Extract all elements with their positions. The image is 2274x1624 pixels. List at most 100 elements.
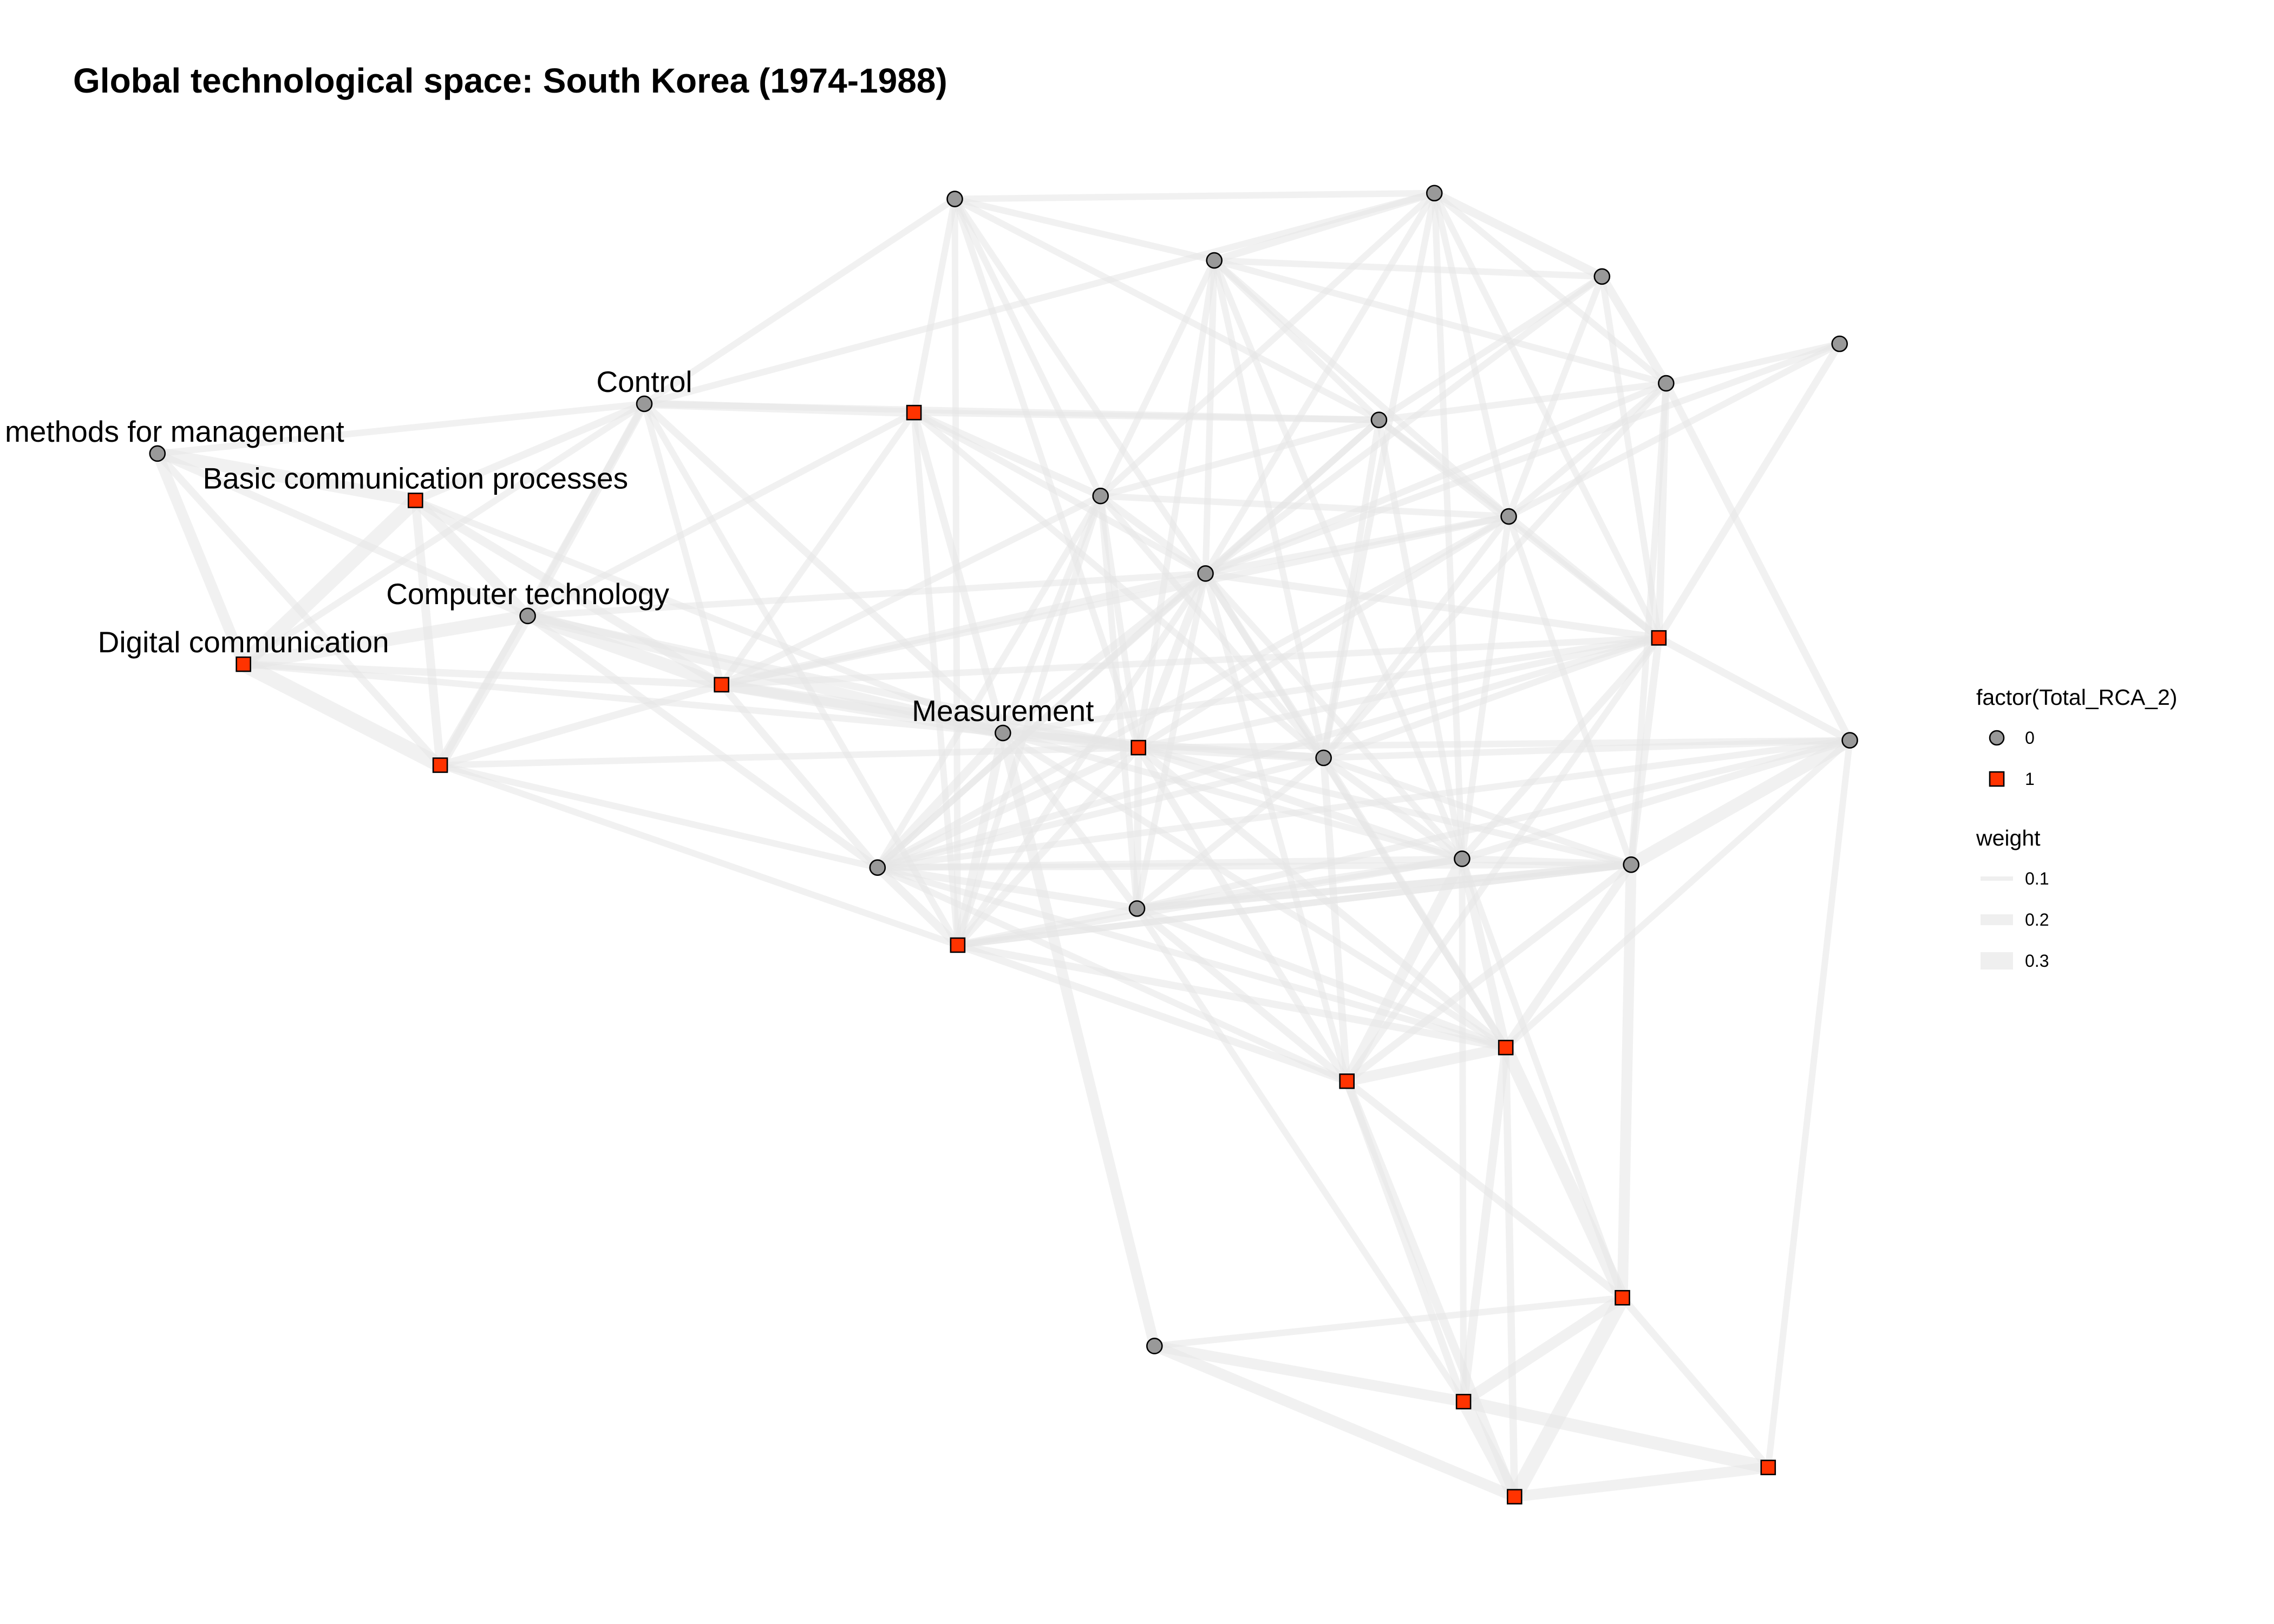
node-legend-label: 1: [2025, 769, 2035, 789]
network-edge: [1211, 257, 1327, 761]
node-rca-0: [1658, 375, 1675, 392]
node-legend-title: factor(Total_RCA_2): [1976, 685, 2178, 710]
circle-marker-icon: [1976, 717, 2017, 758]
network-edge: [1202, 257, 1218, 577]
node-rca-0: [869, 859, 886, 876]
edge-layer: [151, 188, 1857, 1504]
node-legend-entry: 0: [1976, 717, 2177, 758]
network-edge: [1149, 1340, 1520, 1502]
node-rca-0: [1623, 856, 1639, 873]
network-edge: [1319, 754, 1466, 863]
network-edge: [1210, 189, 1439, 264]
node-legend: factor(Total_RCA_2) 0 1: [1976, 685, 2177, 800]
node-rca-0: [995, 724, 1011, 742]
network-edge: [1343, 1077, 1467, 1405]
network-edge: [1202, 513, 1512, 577]
network-edge: [911, 409, 1382, 423]
square-marker-icon: [1976, 758, 2017, 800]
node-rca-1: [1131, 739, 1146, 756]
network-edge: [718, 493, 1104, 688]
network-edge: [1507, 1290, 1630, 1504]
network-edge: [1662, 379, 1854, 744]
network-edge: [999, 493, 1104, 737]
node-label: Measurement: [912, 694, 1094, 728]
node-rca-0: [1500, 508, 1517, 525]
network-edge: [1202, 189, 1438, 577]
network-edge: [1320, 755, 1635, 868]
network-edge: [911, 409, 1327, 761]
node-rca-0: [519, 607, 536, 625]
network-edge: [1343, 861, 1635, 1085]
network-edge: [1320, 634, 1662, 761]
network-edge: [1097, 257, 1218, 500]
network-edge: [1628, 380, 1670, 868]
edge-legend: weight 0.1 0.2 0.3: [1976, 826, 2177, 981]
network-edge: [1149, 1340, 1469, 1407]
network-edge: [874, 570, 1209, 871]
network-edge: [1151, 1294, 1626, 1350]
network-edge: [1457, 1395, 1521, 1503]
network-edge: [1211, 257, 1466, 862]
network-edge: [641, 400, 725, 688]
network-edge: [437, 762, 881, 871]
network-edge: [240, 400, 648, 668]
node-rca-0: [1831, 335, 1848, 352]
node-label: IT methods for management: [0, 415, 344, 448]
network-edge: [954, 744, 1142, 949]
network-edge: [999, 730, 1466, 862]
network-edge: [1505, 513, 1635, 868]
node-rca-1: [236, 656, 251, 672]
node-rca-1: [906, 404, 922, 421]
node-rca-0: [1454, 850, 1471, 867]
node-rca-1: [1498, 1039, 1514, 1056]
network-edge: [1134, 737, 1853, 912]
network-edge: [1502, 737, 1853, 1051]
node-rca-0: [1841, 732, 1858, 749]
node-rca-1: [714, 677, 729, 693]
node-rca-0: [1206, 252, 1223, 269]
network-edge: [1459, 855, 1626, 1301]
network-edge: [151, 447, 422, 507]
network-edge: [951, 195, 1142, 751]
network-edge: [1201, 569, 1663, 642]
network-edge: [1375, 380, 1670, 423]
network-edge: [437, 762, 961, 948]
network-edge: [911, 195, 958, 416]
network-edge: [1133, 744, 1142, 913]
edge-legend-label: 0.1: [2025, 868, 2049, 888]
network-edge: [1655, 634, 1854, 744]
chart-title: Global technological space: South Korea …: [73, 61, 948, 100]
node-rca-1: [1760, 1459, 1776, 1476]
network-edge: [524, 409, 918, 619]
edge-legend-label: 0.2: [2025, 909, 2049, 929]
network-edge: [524, 570, 1209, 619]
network-edge: [1097, 493, 1512, 520]
network-edge: [1459, 855, 1467, 1405]
node-rca-1: [1507, 1489, 1522, 1505]
network-edge: [641, 195, 958, 407]
network-edge: [1458, 1292, 1628, 1407]
network-edge: [954, 941, 1510, 1051]
network-edge: [954, 861, 1635, 948]
network-edge: [1096, 492, 1210, 578]
network-edge: [1134, 755, 1327, 912]
node-rca-0: [1128, 900, 1146, 917]
node-rca-1: [1651, 630, 1667, 646]
network-edge: [1135, 513, 1512, 751]
node-label: Control: [596, 365, 692, 398]
edge-legend-label: 0.3: [2025, 951, 2049, 971]
network-edge: [951, 195, 1104, 500]
network-edge: [954, 941, 1351, 1085]
network-edge: [1499, 1041, 1629, 1305]
network-edge: [1134, 744, 1510, 1051]
network-edge: [1765, 737, 1853, 1471]
network-edge: [1431, 189, 1512, 520]
network-edge: [1617, 859, 1637, 1304]
network-edge: [1375, 416, 1466, 862]
network-edge: [1134, 744, 1351, 1085]
network-edge: [999, 634, 1662, 737]
network-edge: [873, 863, 962, 949]
node-rca-1: [950, 937, 966, 953]
